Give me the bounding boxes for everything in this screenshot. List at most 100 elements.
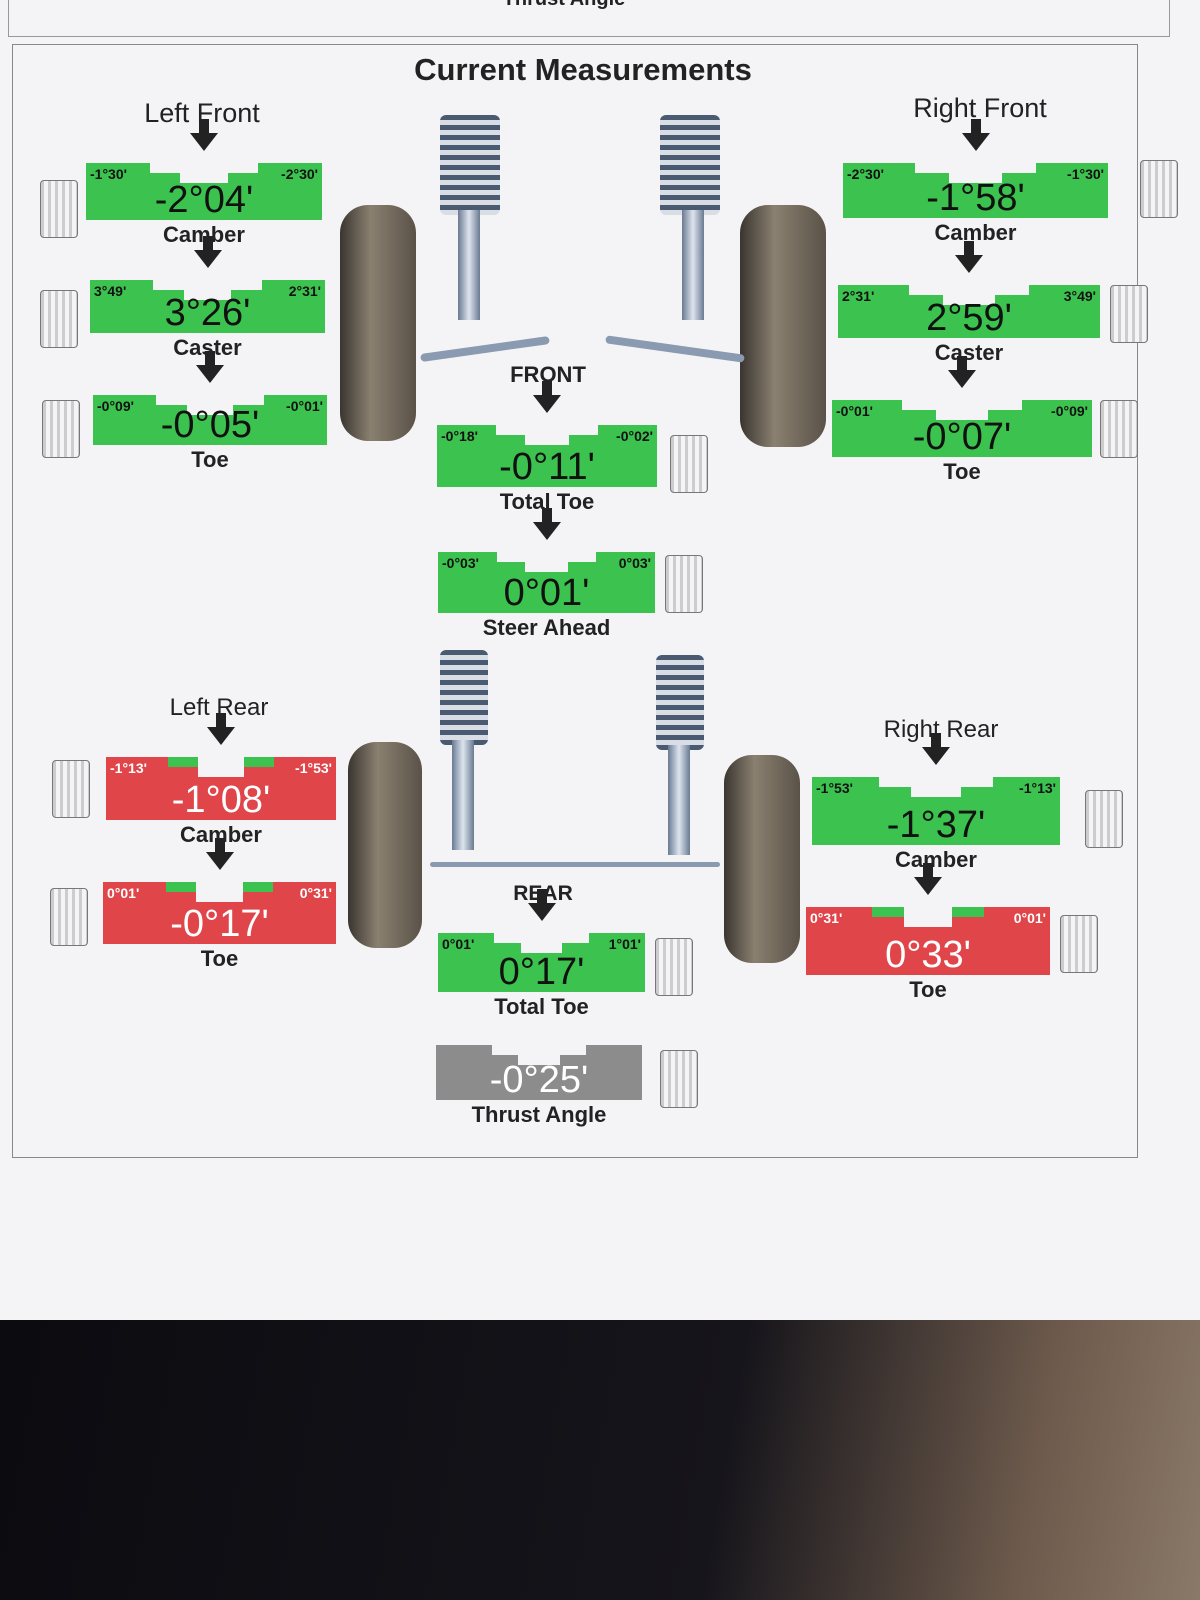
- arrow-down-icon: [948, 356, 976, 388]
- gauge-rf-toe: -0°01' -0°09' -0°07' Toe: [832, 356, 1092, 484]
- arrow-down-icon: [193, 236, 222, 268]
- range-min: -1°13': [110, 760, 147, 776]
- range-max: -0°01': [286, 398, 323, 414]
- gauge-rf-camber: -2°30' -1°30' -1°58' Camber: [843, 119, 1108, 245]
- gauge-label: Steer Ahead: [482, 615, 611, 640]
- section-right-rear: Right Rear: [883, 716, 999, 743]
- target-notch: [911, 777, 961, 797]
- range-min: -0°03': [442, 555, 479, 571]
- arrow-down-icon: [533, 381, 561, 413]
- measured-value: 0°33': [885, 934, 971, 976]
- measured-value: -0°25': [489, 1059, 589, 1101]
- range-min: -0°01': [836, 403, 873, 419]
- range-min: -0°18': [441, 428, 478, 444]
- wheel-diagram-icon: [1100, 400, 1138, 458]
- range-max: -1°13': [1019, 780, 1056, 796]
- target-notch: [524, 552, 569, 572]
- background-surface: [0, 1320, 1200, 1600]
- measured-value: -1°58': [926, 177, 1025, 219]
- gauge-rear-total-toe: 0°01' 1°01' 0°17' Total Toe: [438, 889, 645, 1019]
- arrow-down-icon: [205, 838, 234, 870]
- gauge-lf-caster: 3°49' 2°31' 3°26' Caster: [90, 236, 325, 360]
- gauge-label: Toe: [191, 447, 229, 472]
- previous-panel-frame: Thrust Angle: [8, 0, 1170, 37]
- gauge-label: Camber: [934, 220, 1017, 245]
- gauge-label: Toe: [909, 977, 947, 1002]
- range-max: -1°30': [1067, 166, 1104, 182]
- arrow-down-icon: [955, 241, 983, 273]
- arrow-down-icon: [914, 863, 942, 895]
- range-min: 2°31': [842, 288, 875, 304]
- measured-value: -0°05': [160, 404, 260, 446]
- wheel-diagram-icon: [1110, 285, 1148, 343]
- wheel-diagram-icon: [1060, 915, 1098, 973]
- gauge-lr-camber: -1°13' -1°53' -1°08' Camber: [106, 713, 336, 847]
- wheel-diagram-icon: [42, 400, 80, 458]
- measured-value: -2°04': [154, 179, 254, 221]
- gauge-label: Toe: [943, 459, 981, 484]
- gauge-label: Caster: [934, 340, 1004, 365]
- gauge-label: Toe: [200, 946, 239, 971]
- gauge-lf-camber: -1°30' -2°30' -2°04' Camber: [86, 119, 322, 247]
- target-notch: [949, 163, 1002, 183]
- arrow-down-icon: [196, 351, 224, 383]
- range-min: 3°49': [94, 283, 127, 299]
- target-notch: [942, 285, 996, 305]
- measured-value: 2°59': [926, 297, 1012, 339]
- target-notch: [196, 882, 243, 902]
- wheel-diagram-icon: [665, 555, 703, 613]
- range-max: -0°02': [616, 428, 653, 444]
- arrow-down-icon: [207, 713, 235, 745]
- target-notch: [184, 280, 231, 300]
- range-max: 1°01': [608, 936, 641, 952]
- gauge-steer-ahead: -0°03' 0°03' 0°01' Steer Ahead: [438, 508, 655, 640]
- paper-sheet: [0, 0, 1200, 1330]
- wheel-diagram-icon: [660, 1050, 698, 1108]
- range-min: 0°31': [810, 910, 843, 926]
- section-right-front: Right Front: [913, 93, 1047, 123]
- range-min: 0°01': [442, 936, 475, 952]
- range-max: -2°30': [281, 166, 318, 182]
- range-max: 2°31': [288, 283, 321, 299]
- wheel-diagram-icon: [670, 435, 708, 493]
- range-max: 0°31': [299, 885, 332, 901]
- target-notch: [180, 163, 228, 183]
- measured-value: 0°01': [503, 572, 590, 614]
- range-min: -2°30': [847, 166, 884, 182]
- gauge-label: Thrust Angle: [471, 1102, 607, 1127]
- page-title: Current Measurements: [414, 52, 752, 87]
- arrow-down-icon: [532, 508, 561, 540]
- wheel-diagram-icon: [40, 290, 78, 348]
- measured-value: -1°08': [171, 779, 271, 821]
- range-min: -0°09': [97, 398, 134, 414]
- gauge-rf-caster: 2°31' 3°49' 2°59' Caster: [838, 241, 1100, 365]
- range-max: -0°09': [1051, 403, 1088, 419]
- gauge-front-total-toe: -0°18' -0°02' -0°11' Total Toe: [437, 381, 657, 514]
- gauge-label: Total Toe: [494, 994, 589, 1019]
- measured-value: -0°11': [499, 446, 595, 488]
- gauge-lr-toe: 0°01' 0°31' -0°17' Toe: [103, 838, 336, 971]
- arrow-down-icon: [527, 889, 556, 921]
- target-notch: [525, 425, 569, 445]
- range-max: 0°03': [618, 555, 651, 571]
- wheel-diagram-icon: [1085, 790, 1123, 848]
- wheel-diagram-icon: [1140, 160, 1178, 218]
- range-max: 0°01': [1013, 910, 1046, 926]
- target-notch: [186, 395, 234, 415]
- range-min: -1°30': [90, 166, 127, 182]
- measured-value: 0°17': [498, 951, 585, 993]
- target-notch: [936, 400, 988, 420]
- gauge-label: Camber: [895, 847, 977, 872]
- measured-value: -0°07': [912, 416, 1012, 458]
- wheel-diagram-icon: [50, 888, 88, 946]
- arrow-down-icon: [190, 119, 218, 151]
- range-min: -1°53': [816, 780, 853, 796]
- measured-value: -1°37': [886, 804, 986, 846]
- gauge-lf-toe: -0°09' -0°01' -0°05' Toe: [93, 351, 327, 472]
- range-max: -1°53': [295, 760, 332, 776]
- measurements-panel: [12, 44, 1138, 1158]
- range-min: 0°01': [107, 885, 140, 901]
- target-notch: [518, 1045, 560, 1065]
- gauge-rr-camber: -1°53' -1°13' -1°37' Camber: [812, 733, 1060, 872]
- target-notch: [903, 907, 953, 927]
